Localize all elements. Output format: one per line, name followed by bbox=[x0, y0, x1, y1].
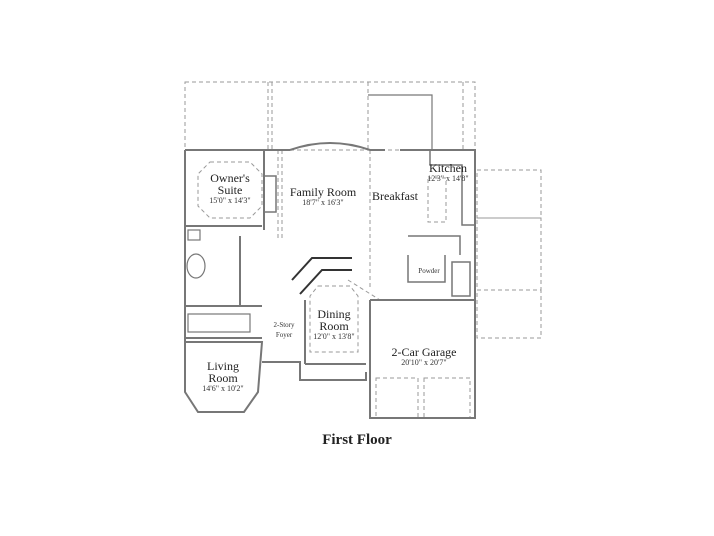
room-name: Owner's bbox=[210, 171, 250, 185]
room-name: Dining bbox=[317, 307, 351, 321]
room-name: 2-Story bbox=[273, 321, 295, 329]
rear-patio-outline bbox=[184, 81, 476, 151]
plan-title: First Floor bbox=[322, 432, 392, 448]
room-name: Living bbox=[207, 359, 239, 373]
room-name-line2: Suite bbox=[217, 183, 243, 197]
room-dimensions: 14'6" x 10'2" bbox=[202, 384, 244, 393]
room-name-line2: Foyer bbox=[275, 331, 293, 339]
room-breakfast: Breakfast bbox=[370, 190, 420, 202]
room-name-line2: Room bbox=[319, 319, 349, 333]
room-family-room: Family Room 18'7" x 16'3" bbox=[278, 186, 368, 207]
room-dimensions: 12'0" x 13'8" bbox=[313, 332, 355, 341]
room-name: 2-Car Garage bbox=[391, 345, 457, 359]
room-dimensions: 12'3" x 14'8" bbox=[427, 174, 469, 183]
room-living-room: Living Room 14'6" x 10'2" bbox=[188, 360, 258, 393]
room-dimensions: 15'0" x 14'3" bbox=[209, 196, 251, 205]
room-name-line2: Room bbox=[208, 371, 238, 385]
room-name: Family Room bbox=[289, 185, 357, 199]
side-deck-outline bbox=[476, 169, 542, 219]
room-dining-room: Dining Room 12'0" x 13'8" bbox=[306, 308, 362, 341]
room-owners-suite: Owner's Suite 15'0" x 14'3" bbox=[196, 172, 264, 205]
room-dimensions: 20'10" x 20'7" bbox=[401, 358, 447, 367]
room-dimensions: 18'7" x 16'3" bbox=[302, 198, 344, 207]
room-name: Kitchen bbox=[429, 161, 467, 175]
room-powder: Powder bbox=[418, 267, 440, 275]
room-kitchen: Kitchen 12'3" x 14'8" bbox=[420, 162, 476, 183]
room-garage: 2-Car Garage 20'10" x 20'7" bbox=[378, 346, 470, 367]
room-name: Breakfast bbox=[372, 189, 418, 203]
room-foyer: 2-Story Foyer bbox=[266, 322, 302, 339]
